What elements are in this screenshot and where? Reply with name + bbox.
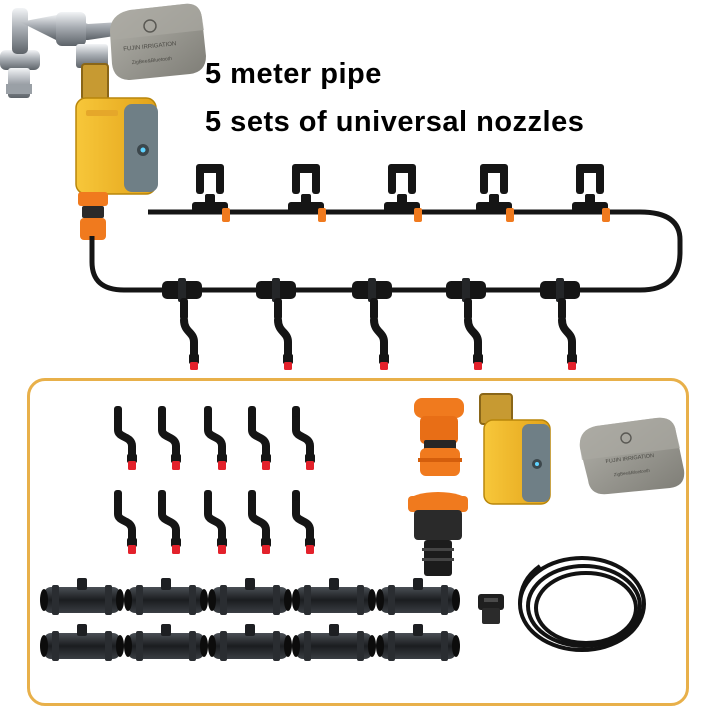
smart-gateway: FUJIN IRRIGATION ZigBee&Bluetooth: [110, 3, 206, 80]
irrigation-timer: [75, 97, 158, 240]
pipe-end-nut: [478, 594, 504, 624]
kit-irrigation-timer: [479, 393, 551, 505]
main-pipe: [89, 209, 683, 293]
coiled-pipe: [518, 556, 646, 652]
tap-adapter: [408, 492, 468, 576]
brass-adapter: [81, 63, 109, 101]
caption-nozzle-sets: 5 sets of universal nozzles: [205, 106, 585, 138]
gateway-brand-text: FUJIN IRRIGATION: [123, 41, 177, 53]
kit-contents-frame: [27, 378, 689, 706]
hose-quick-connector: [414, 398, 464, 476]
kit-gateway-brand-text: FUJIN IRRIGATION: [605, 453, 654, 465]
gateway-sub-text: ZigBee&Bluetooth: [132, 56, 173, 66]
caption-pipe-length: 5 meter pipe: [205, 58, 382, 90]
kit-gateway-sub-text: ZigBee&Bluetooth: [614, 468, 651, 477]
faucet: [0, 8, 128, 98]
kit-smart-gateway: FUJIN IRRIGATION ZigBee&Bluetooth: [579, 417, 685, 495]
